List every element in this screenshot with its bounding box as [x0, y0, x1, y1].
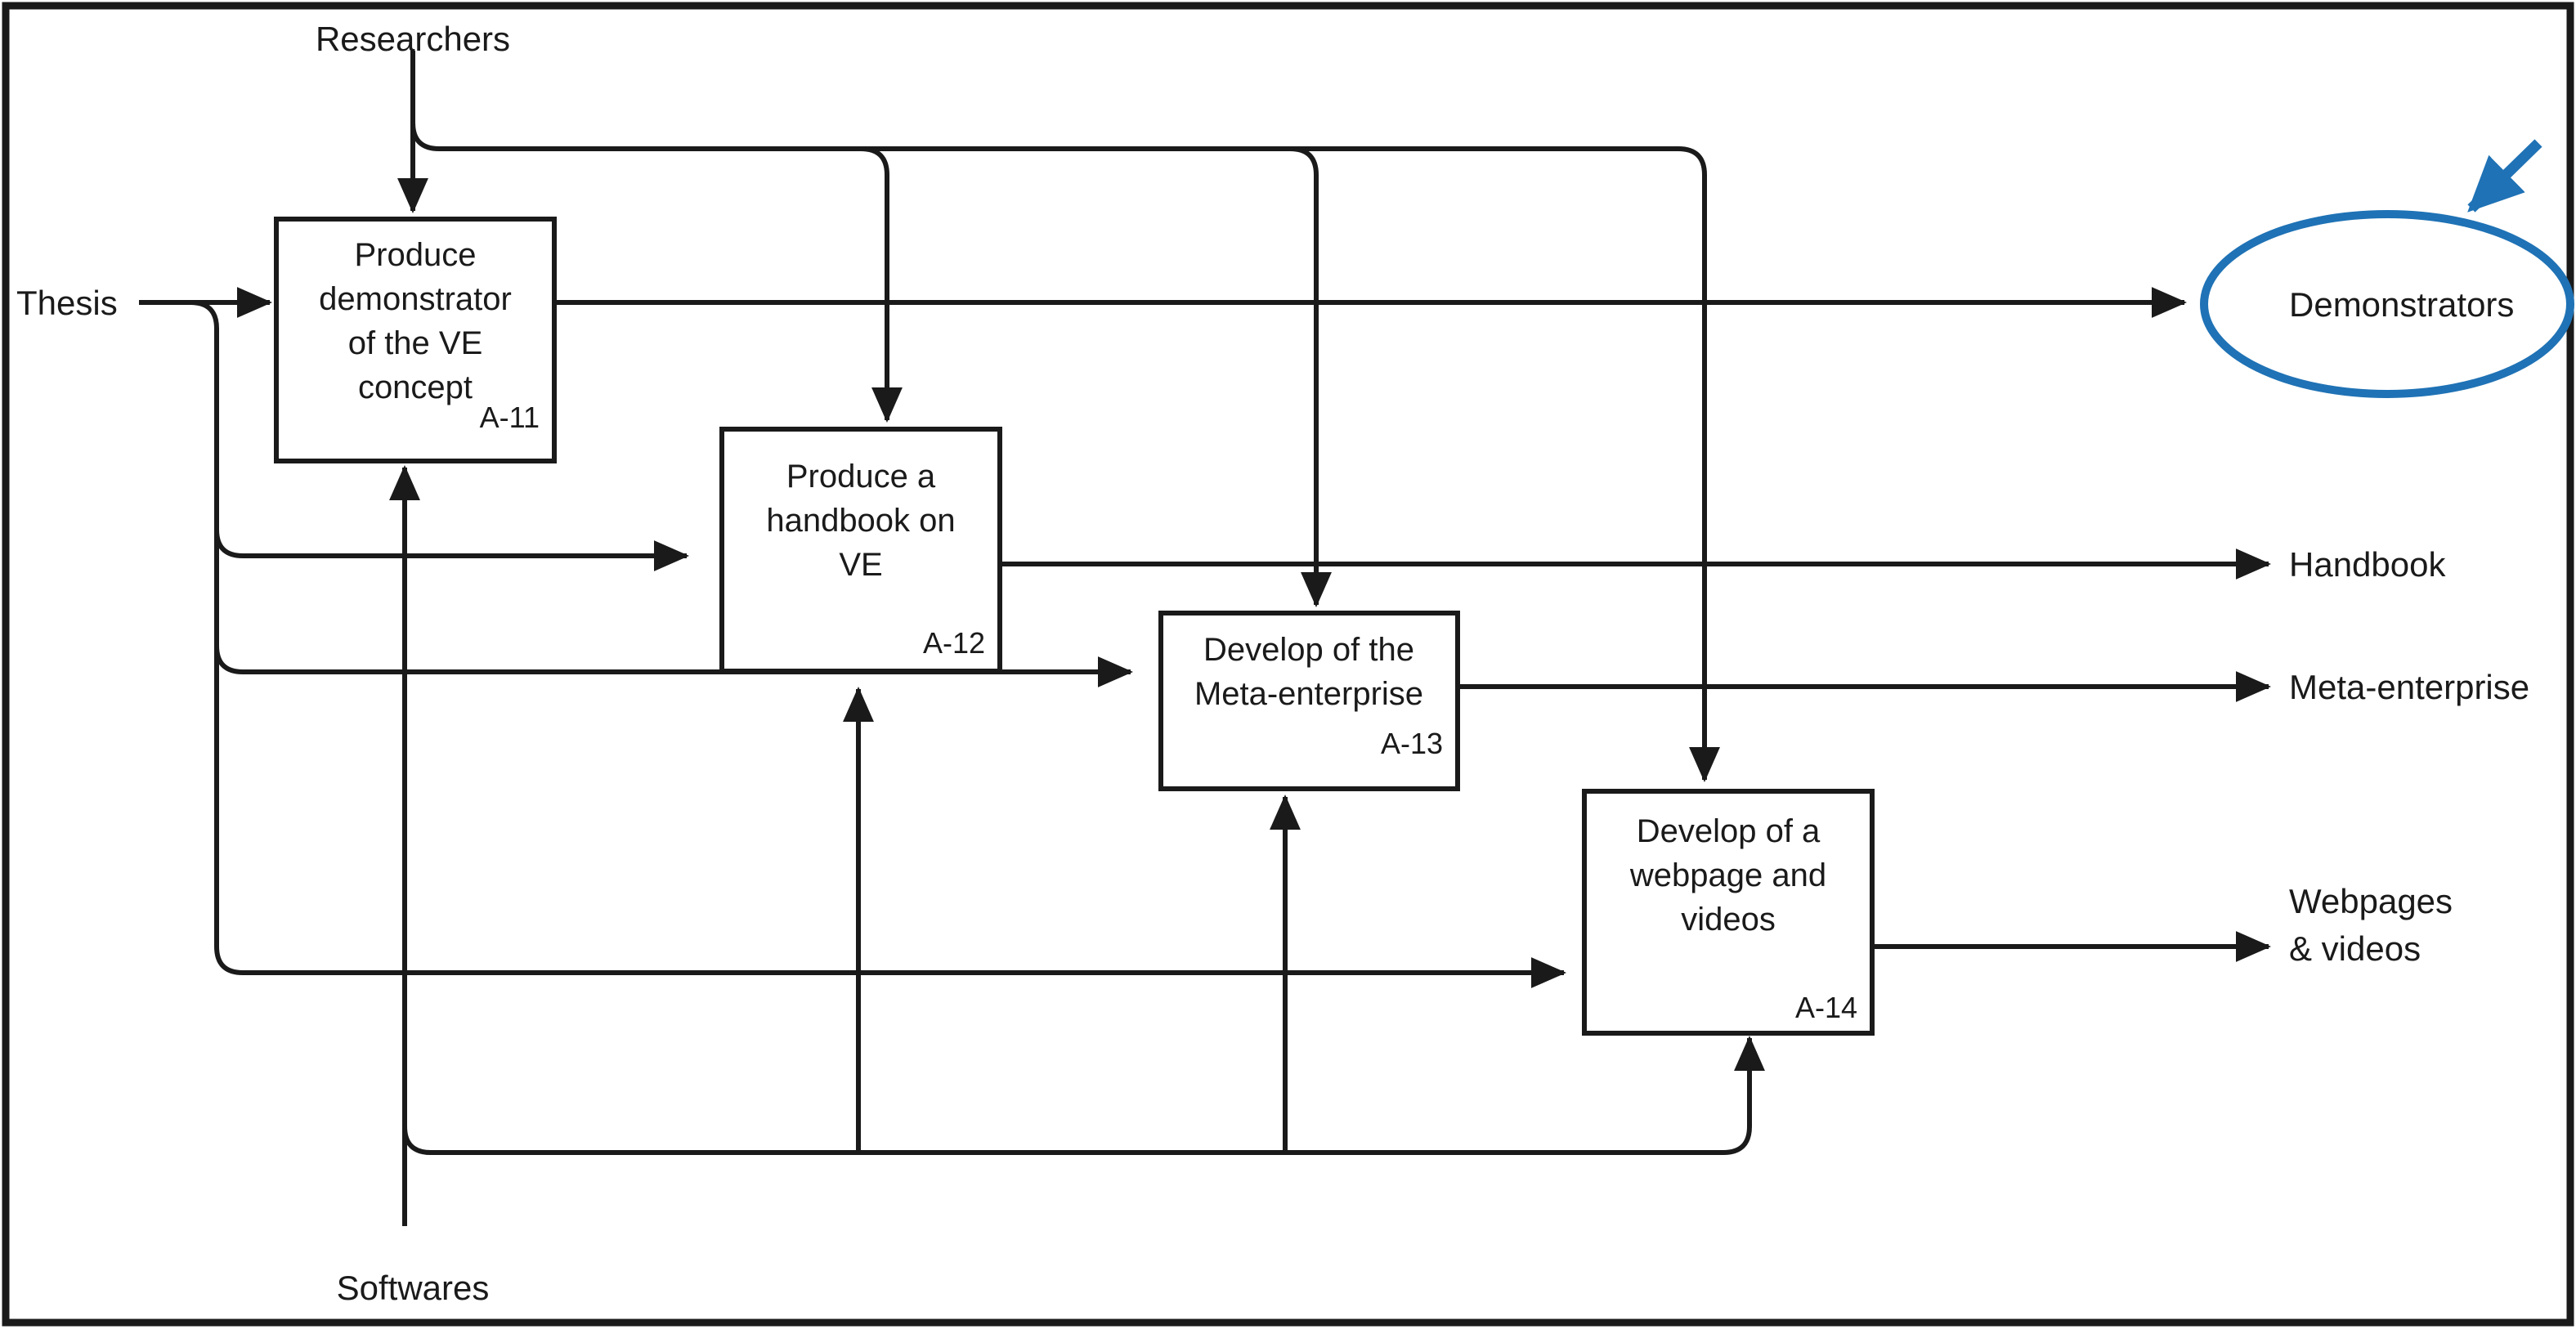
activity-a14-title-line-1: Develop of a — [1637, 813, 1821, 849]
input-thesis-trunk — [190, 300, 1567, 989]
activity-a12-id: A-12 — [923, 626, 985, 660]
output-label-handbook: Handbook — [2289, 545, 2446, 584]
output-label-meta-enterprise: Meta-enterprise — [2289, 668, 2529, 706]
mechanism-softwares-rail — [402, 1035, 1766, 1155]
control-researchers-branch-a12 — [860, 146, 903, 423]
mechanism-label-softwares: Softwares — [337, 1269, 490, 1307]
activity-box-a13[interactable] — [1158, 611, 1460, 791]
activity-a12-title-line-3: VE — [839, 547, 882, 583]
highlight-annotation-arrow — [2467, 139, 2542, 213]
input-label-thesis: Thesis — [16, 284, 118, 322]
activity-a11-title-line-1: Produce — [355, 237, 477, 273]
activity-a12-title-line-2: handbook on — [766, 503, 955, 539]
output-label-webpages-videos-line-2: & videos — [2289, 929, 2421, 968]
activity-a13-title-line-2: Meta-enterprise — [1194, 676, 1423, 712]
control-researchers-branch-a13 — [1289, 146, 1333, 608]
output-label-webpages-videos-line-1: Webpages — [2289, 882, 2453, 920]
activity-a11-title-line-4: concept — [358, 369, 473, 405]
activity-a11-title-line-3: of the VE — [348, 325, 483, 361]
input-thesis-branch-a12 — [214, 529, 690, 572]
control-researchers-rail — [410, 122, 1721, 783]
activity-box-a11[interactable] — [274, 217, 557, 463]
activity-box-a12[interactable] — [719, 427, 1002, 674]
demonstrators-highlight-ellipse — [2200, 210, 2574, 398]
activity-a14-id: A-14 — [1795, 991, 1857, 1024]
activity-a11-title-line-2: demonstrator — [319, 281, 512, 317]
activity-box-a14[interactable] — [1582, 789, 1875, 1036]
activity-a12-title-line-1: Produce a — [786, 459, 936, 495]
activity-a14-title-line-3: videos — [1681, 902, 1776, 938]
control-label-researchers: Researchers — [316, 20, 510, 58]
activity-a14-title-line-2: webpage and — [1629, 857, 1826, 893]
activity-a13-id: A-13 — [1381, 727, 1443, 760]
input-thesis-branch-a13 — [214, 645, 1134, 688]
output-label-demonstrators: Demonstrators — [2289, 285, 2514, 324]
activity-a11-id: A-11 — [480, 401, 540, 434]
activity-a13-title-line-1: Develop of the — [1203, 632, 1414, 668]
